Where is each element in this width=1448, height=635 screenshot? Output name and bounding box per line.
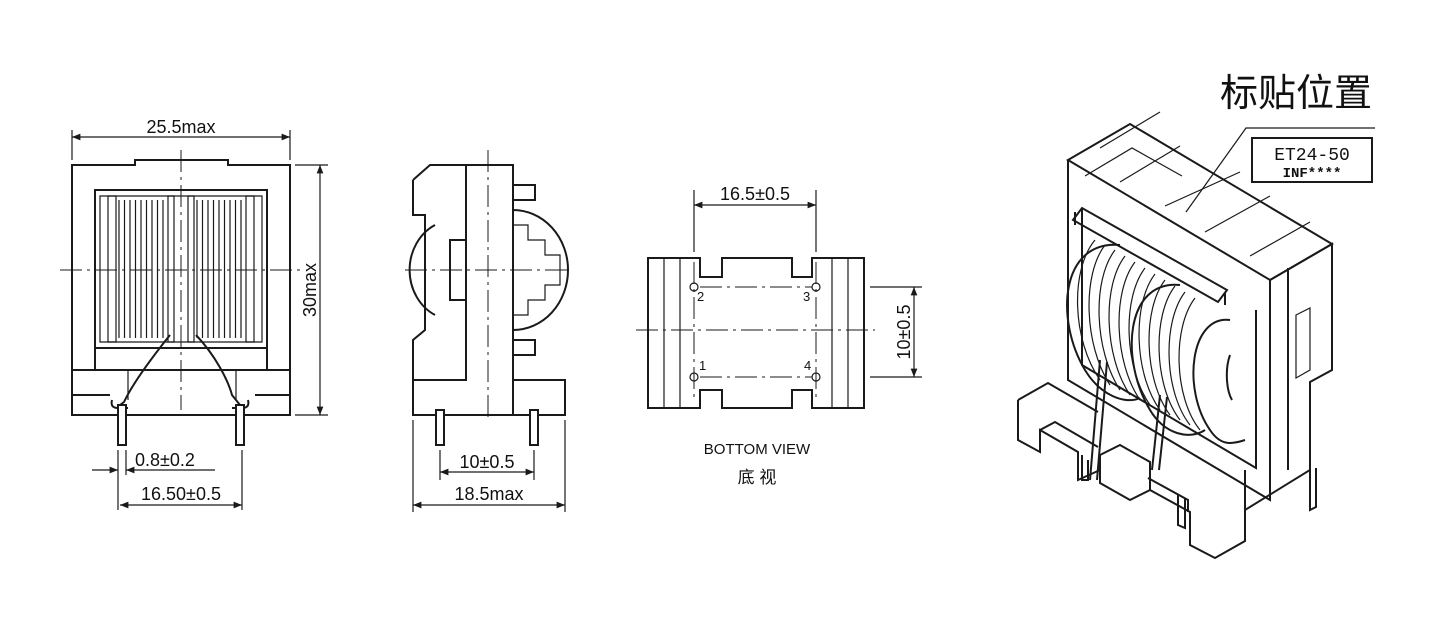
bottom-caption-en: BOTTOM VIEW bbox=[704, 441, 811, 458]
front-view: 25.5max 30max 0.8±0.2 16.50±0.5 bbox=[60, 117, 328, 510]
bottom-caption-cn: 底 视 bbox=[738, 468, 777, 487]
side-view: 10±0.5 18.5max bbox=[405, 150, 570, 512]
label-line-1: ET24-50 bbox=[1274, 146, 1350, 166]
side-pin-spacing-label: 10±0.5 bbox=[460, 452, 515, 472]
label-line-2: INF**** bbox=[1283, 166, 1342, 182]
pin-spacing-label: 16.50±0.5 bbox=[141, 484, 221, 504]
pin-3-label: 3 bbox=[803, 289, 810, 304]
bottom-vert-label: 10±0.5 bbox=[894, 305, 914, 360]
pin-1-label: 1 bbox=[699, 358, 706, 373]
front-width-label: 25.5max bbox=[146, 117, 215, 137]
label-position-title: 标贴位置 bbox=[1220, 73, 1372, 115]
iso-view: ET24-50 INF**** 标贴位置 bbox=[1018, 73, 1375, 558]
pin-2-label: 2 bbox=[697, 289, 704, 304]
bottom-view: 1 2 3 4 16.5±0.5 10±0.5 BOTTOM VIEW 底 视 bbox=[636, 184, 922, 487]
winding-left bbox=[108, 196, 174, 342]
label-box bbox=[1252, 138, 1372, 182]
coil-lines-right bbox=[197, 200, 241, 338]
side-depth-label: 18.5max bbox=[454, 484, 523, 504]
bottom-horiz-label: 16.5±0.5 bbox=[720, 184, 790, 204]
pin-4-label: 4 bbox=[804, 358, 811, 373]
iso-coil bbox=[1067, 240, 1245, 443]
front-height-label: 30max bbox=[300, 263, 320, 317]
coil-lines-left bbox=[119, 200, 163, 338]
pin-dia-label: 0.8±0.2 bbox=[135, 450, 195, 470]
